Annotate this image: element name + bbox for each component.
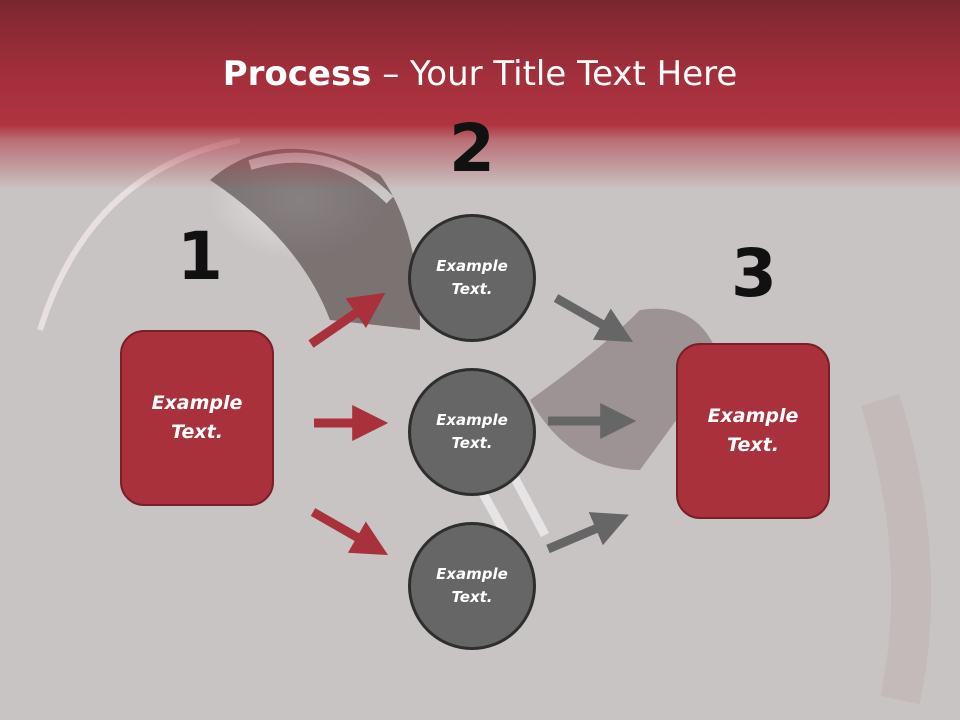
step-2-circle-2[interactable]: Example Text. (408, 368, 536, 496)
step-1-number: 1 (177, 218, 223, 295)
step-3-text: Example Text. (707, 405, 799, 456)
step-3-number: 3 (731, 235, 777, 312)
arrow-1-to-2a (308, 292, 386, 348)
step-1-box[interactable]: Example Text. (120, 330, 274, 506)
slide-title: Process – Your Title Text Here (0, 52, 960, 96)
step-2-number: 2 (449, 110, 495, 187)
step-3-box[interactable]: Example Text. (676, 343, 830, 519)
arrow-2c-to-3 (546, 512, 629, 554)
step-2-circle-1[interactable]: Example Text. (408, 214, 536, 342)
arrow-1-to-2c (310, 508, 389, 556)
header-band (0, 0, 960, 190)
step-2-circle-3-text: Example Text. (436, 565, 508, 606)
title-bold: Process (222, 54, 372, 94)
step-2-circle-3[interactable]: Example Text. (408, 522, 536, 650)
title-rest: – Your Title Text Here (371, 54, 738, 94)
step-1-text: Example Text. (151, 392, 243, 443)
arrow-2a-to-3 (553, 294, 634, 343)
step-2-circle-1-text: Example Text. (436, 257, 508, 298)
step-2-circle-2-text: Example Text. (436, 411, 508, 452)
